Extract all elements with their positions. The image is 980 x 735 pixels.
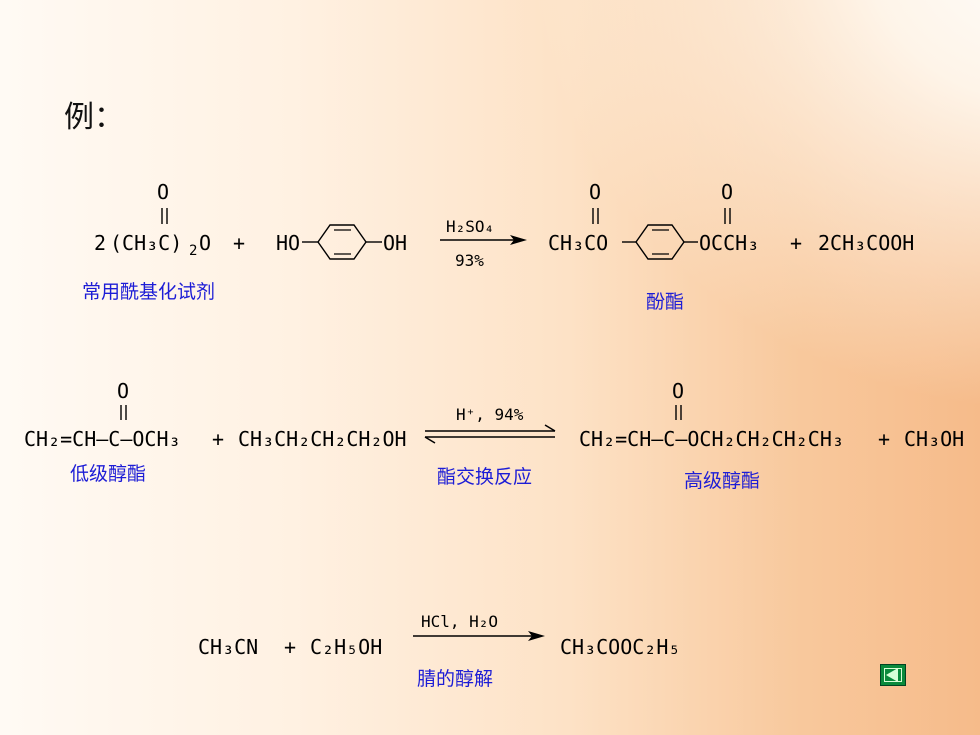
r2-product-1: CH₂=CH–C–OCH₂CH₂CH₂CH₃ <box>579 427 844 451</box>
r3-plus: + <box>284 635 296 659</box>
label-nitrile-alcoholysis: 腈的醇解 <box>417 668 494 690</box>
page-title: 例： <box>64 100 124 135</box>
label-phenol-ester: 酚酯 <box>646 291 685 313</box>
r1-phenol-ho: HO <box>276 231 300 255</box>
r3-product: CH₃COOC₂H₅ <box>560 635 680 659</box>
r1-product-left: CH₃CO <box>548 231 608 255</box>
r1-reactant-o: O <box>199 231 211 255</box>
r2-reactant-1: CH₂=CH–C–OCH₃ <box>24 427 181 451</box>
r2-product-2: CH₃OH <box>904 427 964 451</box>
r1-product-o-right: O <box>721 180 733 204</box>
r1-product-o-left: O <box>589 180 601 204</box>
r1-plus-2: + <box>790 231 802 255</box>
r2-equilibrium-arrows <box>424 424 556 444</box>
r2-plus-2: + <box>878 427 890 451</box>
r1-plus: + <box>233 231 245 255</box>
label-higher-alcohol-ester: 高级醇酯 <box>684 470 761 492</box>
r1-byproduct: 2CH₃COOH <box>818 231 914 255</box>
r2-reactant-2: CH₃CH₂CH₂CH₂OH <box>238 427 407 451</box>
r2-plus: + <box>212 427 224 451</box>
label-transesterification: 酯交换反应 <box>437 466 533 488</box>
r1-arrow-head <box>510 235 527 245</box>
r1-reactant-group: (CH₃C) <box>110 231 182 255</box>
r3-reactant-1: CH₃CN <box>198 635 258 659</box>
r2-condition: H⁺, 94% <box>456 405 524 424</box>
reaction-3: CH₃CN + C₂H₅OH HCl, H₂O CH₃COOC₂H₅ <box>198 612 680 659</box>
r3-arrow-head <box>528 631 545 641</box>
back-triangle-icon <box>886 668 898 682</box>
reaction-2: O CH₂=CH–C–OCH₃ + CH₃CH₂CH₂CH₂OH H⁺, 94%… <box>24 379 964 451</box>
r1-catalyst: H₂SO₄ <box>446 217 494 236</box>
label-acylating-reagent: 常用酰基化试剂 <box>82 281 216 303</box>
r1-carbonyl-o: O <box>157 180 169 204</box>
benzene-ring-1 <box>317 224 367 260</box>
r1-reactant-prefix: 2 <box>94 231 106 255</box>
reaction-1: O 2 (CH₃C) 2 O + HO OH H₂SO₄ 93% O <box>94 180 914 270</box>
label-lower-alcohol-ester: 低级醇酯 <box>70 463 147 485</box>
back-button[interactable] <box>880 664 906 686</box>
r3-reactant-2: C₂H₅OH <box>310 635 382 659</box>
r2-product-o: O <box>672 379 684 403</box>
r3-condition: HCl, H₂O <box>421 612 498 631</box>
r1-product-right: OCCH₃ <box>699 231 759 255</box>
r1-yield: 93% <box>455 251 484 270</box>
r1-phenol-oh: OH <box>383 231 407 255</box>
benzene-ring-2 <box>635 224 685 260</box>
r2-reactant-o: O <box>117 379 129 403</box>
r1-reactant-sub: 2 <box>189 243 197 259</box>
